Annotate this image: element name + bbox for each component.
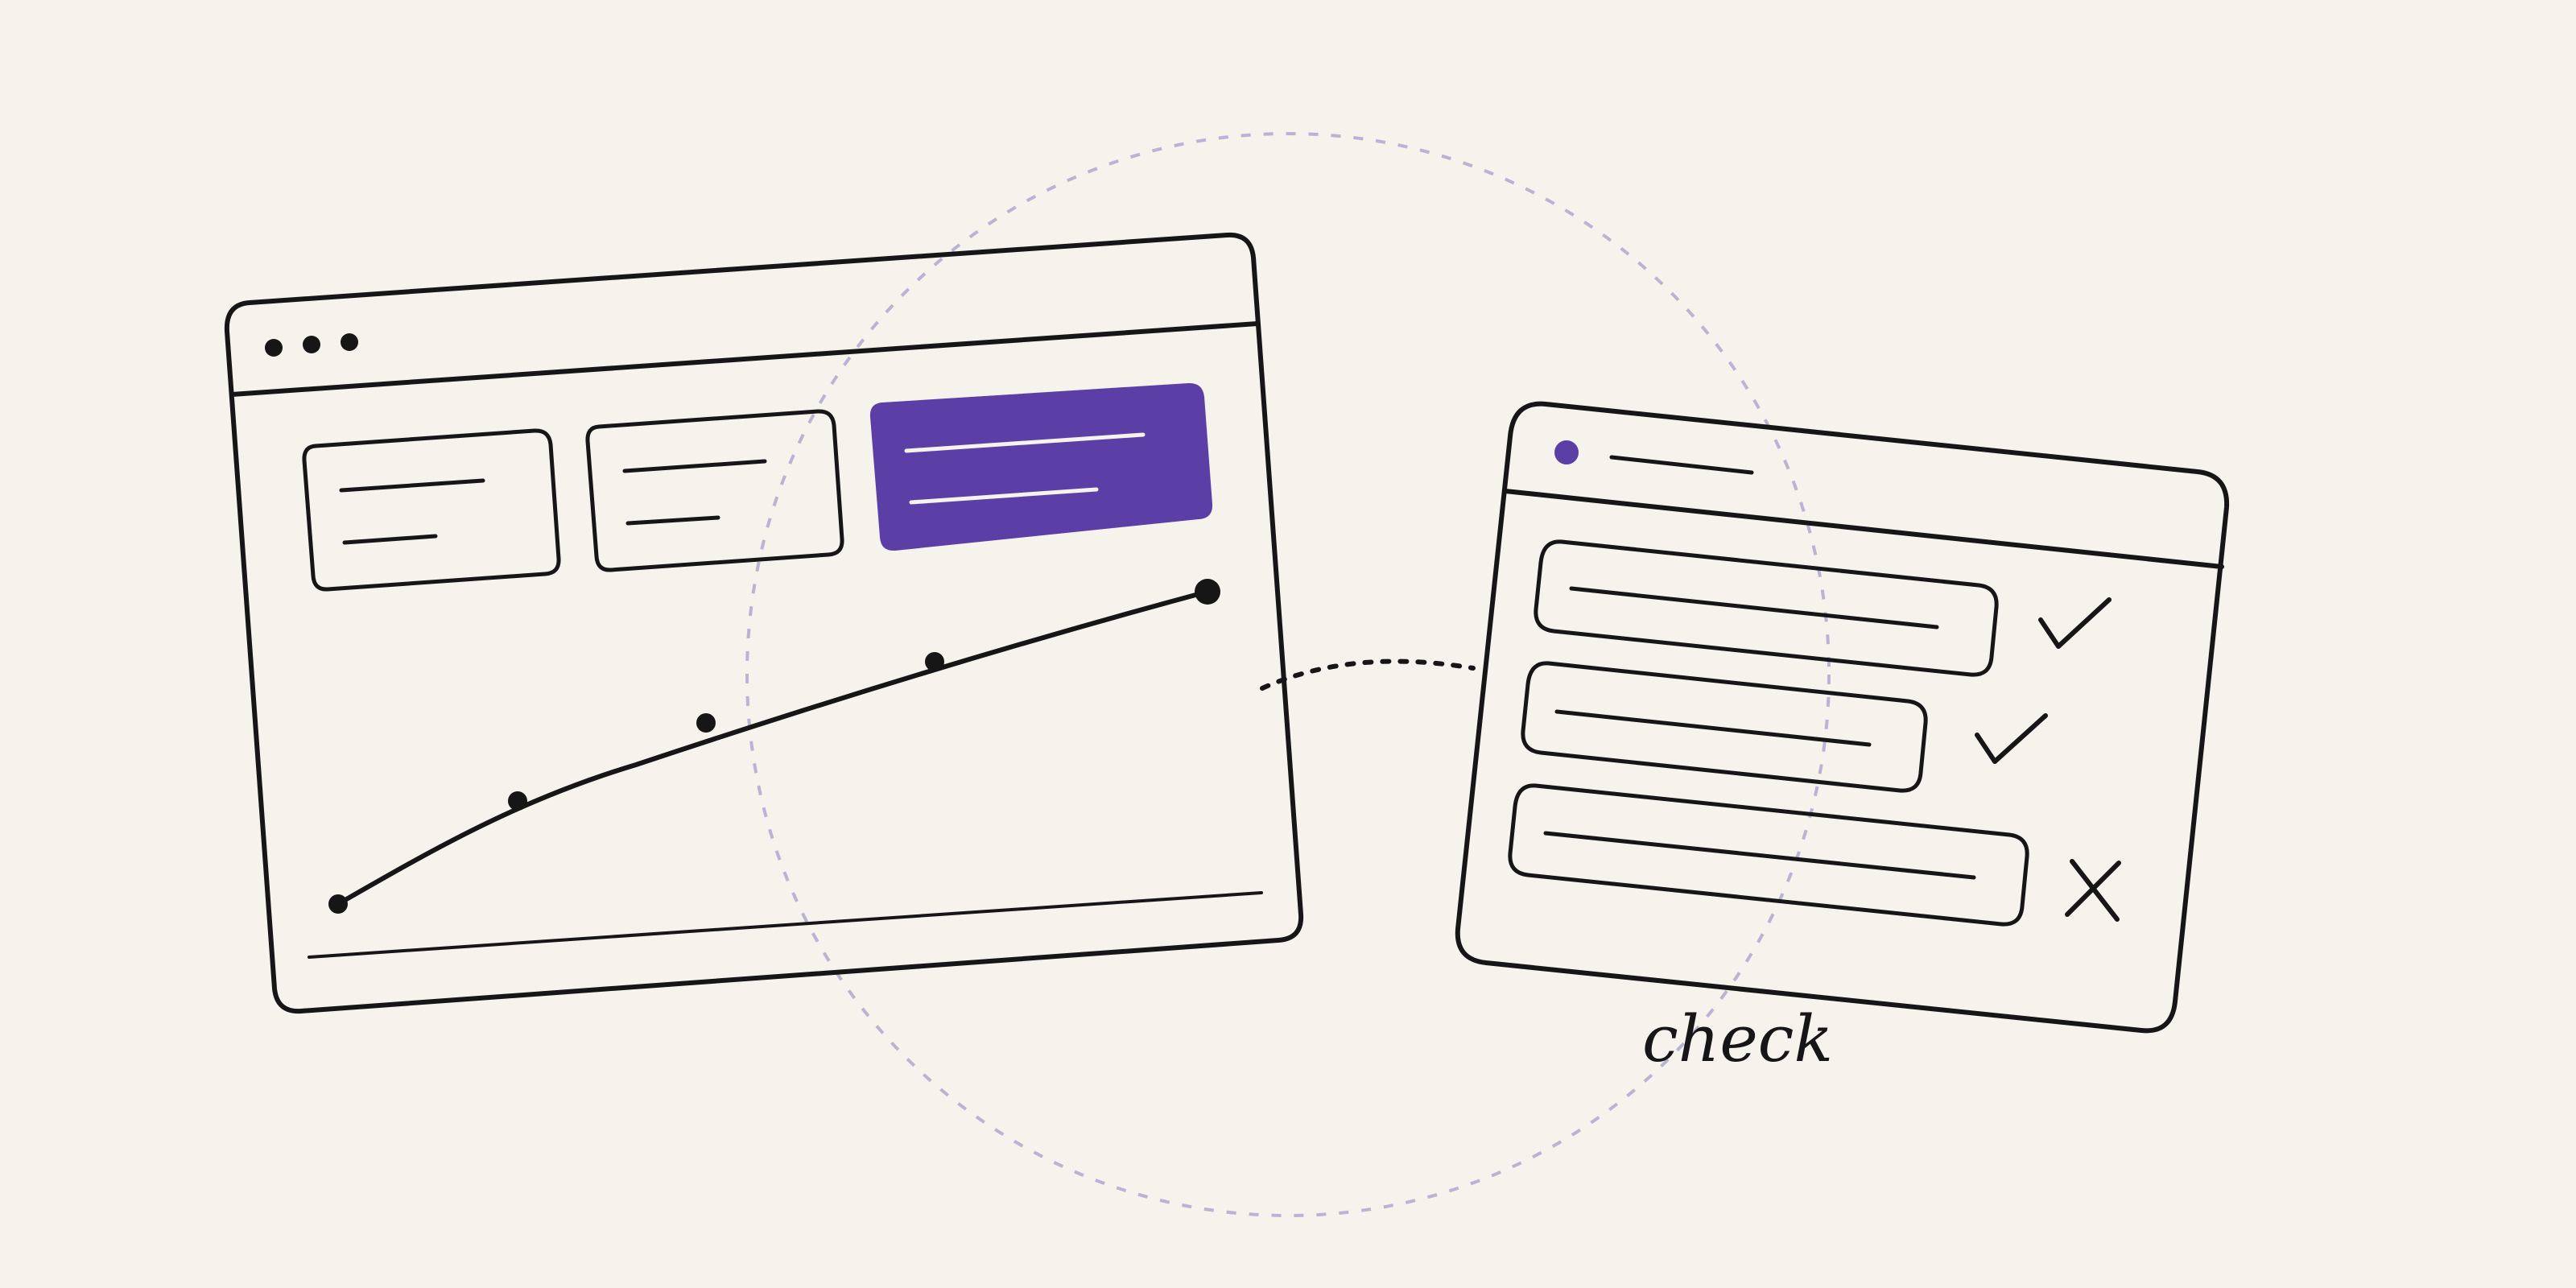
check-icon bbox=[1975, 713, 2048, 764]
checklist-titlebar-divider bbox=[1503, 489, 2224, 569]
window-dot-3 bbox=[341, 333, 358, 351]
window-dot-2 bbox=[303, 336, 320, 353]
trend-point-1 bbox=[328, 894, 348, 914]
checklist-window bbox=[1455, 401, 2230, 1034]
header-title-line bbox=[1609, 455, 1754, 475]
stat-card-1 bbox=[302, 428, 561, 592]
trend-line bbox=[336, 589, 1210, 906]
background-ring bbox=[745, 132, 1831, 1217]
window-dot-1 bbox=[265, 339, 283, 357]
dashboard-titlebar-divider bbox=[229, 321, 1260, 397]
connector bbox=[1260, 658, 1476, 691]
caption: check bbox=[1642, 1001, 1833, 1076]
dashboard-window-frame bbox=[224, 232, 1304, 1014]
trend-chart bbox=[308, 579, 1263, 959]
trend-point-4 bbox=[925, 652, 944, 671]
dashboard-window bbox=[224, 232, 1304, 1014]
cross-icon bbox=[2065, 859, 2121, 922]
check-icon bbox=[2038, 597, 2112, 649]
checklist-row-2 bbox=[1521, 661, 1928, 793]
stat-card-highlighted bbox=[869, 382, 1213, 551]
stat-card-2 bbox=[585, 409, 844, 572]
chart-baseline bbox=[308, 891, 1263, 959]
trend-point-2 bbox=[508, 791, 527, 811]
checklist-window-frame bbox=[1455, 401, 2230, 1034]
trend-point-3 bbox=[696, 713, 716, 733]
trend-point-5 bbox=[1195, 579, 1220, 605]
header-dot bbox=[1554, 440, 1579, 464]
checklist-row-1 bbox=[1534, 539, 1999, 677]
checklist-row-3 bbox=[1508, 783, 2029, 927]
